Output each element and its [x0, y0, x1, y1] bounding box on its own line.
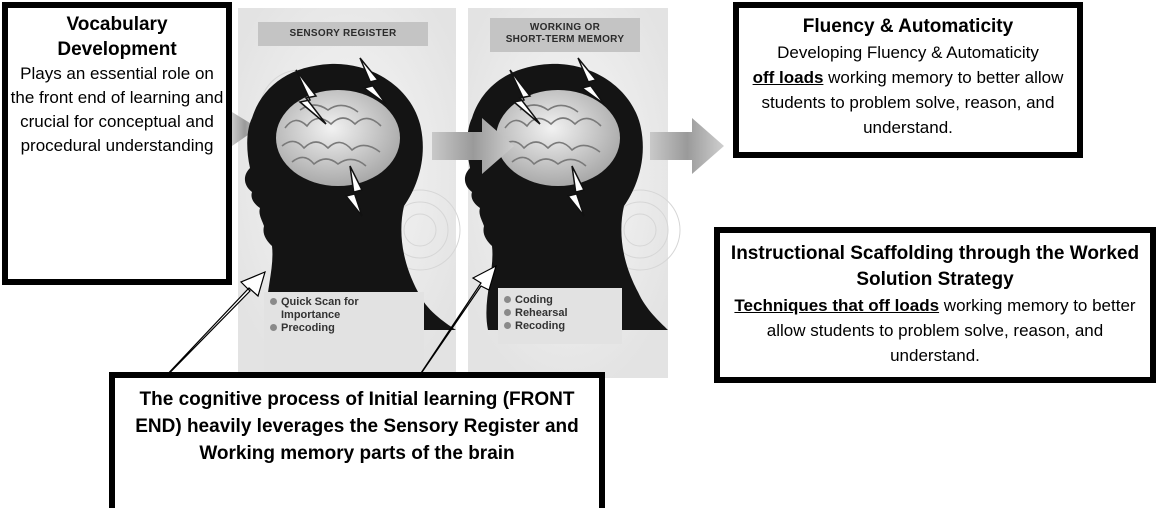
working-bullet-rehearsal: Rehearsal	[515, 307, 568, 319]
front-end-text: The cognitive process of Initial learnin…	[135, 389, 579, 464]
bullet-dot-icon	[270, 298, 277, 305]
scaffolding-body: working memory to better allow students …	[766, 296, 1136, 365]
bullet-dot-icon	[270, 324, 277, 331]
fluency-line2: working memory to better allow students …	[761, 68, 1064, 137]
working-bullet-coding: Coding	[515, 294, 553, 306]
vocabulary-title: Vocabulary Development	[57, 14, 177, 60]
working-memory-label-line2: SHORT-TERM MEMORY	[505, 34, 625, 45]
scaffolding-box: Instructional Scaffolding through the Wo…	[714, 227, 1156, 383]
vocabulary-body: Plays an essential role on the front end…	[10, 64, 224, 155]
bullet-dot-icon	[504, 309, 511, 316]
fluency-emphasis: off loads	[752, 68, 824, 87]
sensory-bullet-precoding: Precoding	[281, 322, 335, 334]
fluency-line1: Developing Fluency & Automaticity	[777, 43, 1039, 62]
sensory-register-label: SENSORY REGISTER	[289, 28, 397, 39]
fluency-title: Fluency & Automaticity	[802, 16, 1014, 37]
scaffolding-emphasis: Techniques that off loads	[734, 296, 940, 315]
working-memory-label-line1: WORKING OR	[529, 22, 601, 33]
working-memory-label: WORKING OR SHORT-TERM MEMORY	[490, 22, 640, 46]
fluency-box: Fluency & Automaticity Developing Fluenc…	[733, 2, 1083, 158]
scaffolding-title: Instructional Scaffolding through the Wo…	[730, 243, 1140, 290]
working-bullets: Coding Rehearsal Recoding	[504, 294, 568, 333]
front-end-box: The cognitive process of Initial learnin…	[109, 372, 605, 508]
sensory-bullet-importance: Importance	[281, 309, 341, 321]
sensory-bullet-quick-scan: Quick Scan for	[281, 296, 359, 308]
pointer-arrow-left	[144, 270, 266, 399]
bullet-dot-icon	[504, 296, 511, 303]
vocabulary-box: Vocabulary Development Plays an essentia…	[2, 2, 232, 285]
sensory-bullets: Quick Scan for Importance Precoding	[270, 296, 359, 335]
pointer-arrow-right	[404, 264, 497, 398]
working-bullet-recoding: Recoding	[515, 320, 566, 332]
bullet-dot-icon	[504, 322, 511, 329]
